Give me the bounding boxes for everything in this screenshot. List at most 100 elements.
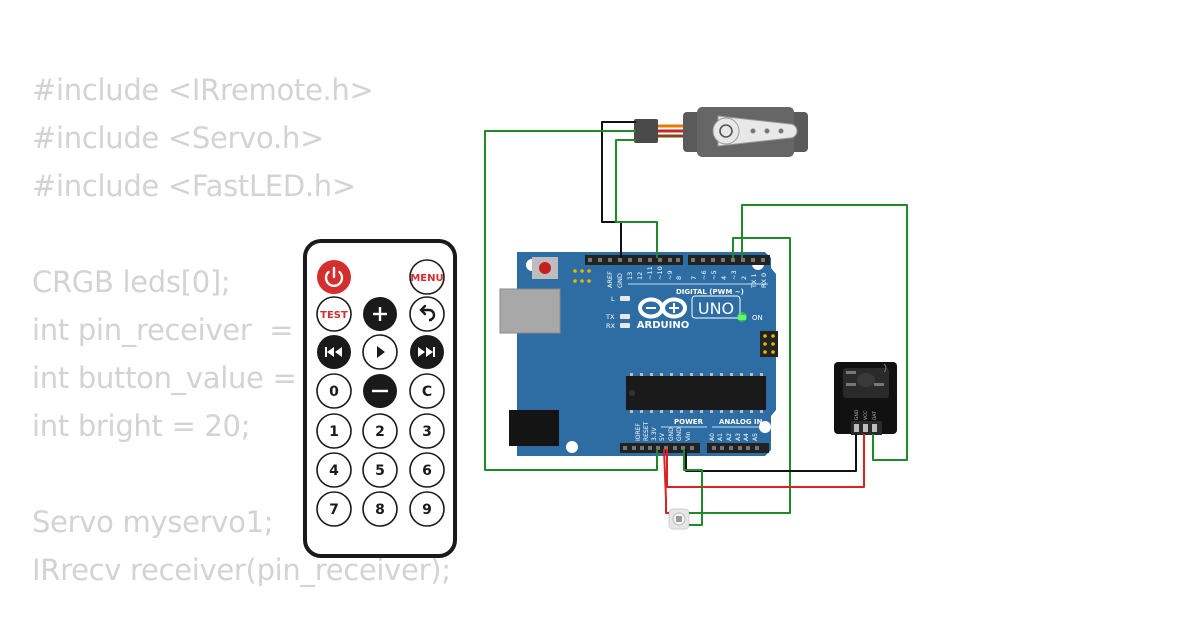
button-c[interactable]: C <box>409 373 445 409</box>
minus-button[interactable] <box>363 374 397 408</box>
power-pin-labels: IOREF RESET 3.3V 5V GND GND Vin A0 A1 A2… <box>635 421 759 441</box>
button-4-label: 4 <box>329 463 339 479</box>
menu-button[interactable]: MENU <box>409 259 445 295</box>
pin-label-reset: RESET <box>643 421 650 441</box>
wire-led-data <box>689 237 791 514</box>
plus-button[interactable] <box>363 297 397 331</box>
power-icon <box>324 266 344 287</box>
power-button[interactable] <box>317 260 351 294</box>
ir-pin-labels: GND VCC DAT <box>854 409 878 420</box>
code-line: #include <FastLED.h> <box>32 169 356 203</box>
play-icon <box>377 346 385 358</box>
smd-resistor <box>846 371 856 374</box>
servo-horn <box>717 115 798 147</box>
ir-module-pins <box>854 424 877 432</box>
code-line: #include <Servo.h> <box>32 121 324 155</box>
neopixel-led[interactable] <box>668 508 690 530</box>
code-line: #include <IRremote.h> <box>32 73 374 107</box>
smd-resistor <box>846 383 856 386</box>
wire-servo-signal <box>615 139 658 258</box>
menu-label: MENU <box>410 273 443 284</box>
play-button[interactable] <box>362 334 398 370</box>
button-6[interactable]: 6 <box>409 452 445 488</box>
pin-label-6: ~6 <box>700 270 708 280</box>
code-snippet: #include <IRremote.h> #include <Servo.h> #… <box>32 66 451 594</box>
servo-connector <box>634 119 658 143</box>
pin-label-gnd1: GND <box>668 427 675 441</box>
pin-label-12: 12 <box>636 272 644 280</box>
button-1-label: 1 <box>329 424 339 440</box>
button-4[interactable]: 4 <box>316 452 352 488</box>
led-l-label: L <box>611 295 615 303</box>
back-arrow-icon <box>419 304 436 322</box>
servo-screw-icon <box>719 124 733 138</box>
pin-label-10: ~10 <box>656 266 664 280</box>
button-2[interactable]: 2 <box>362 413 398 449</box>
pin-label-3v3: 3.3V <box>651 426 658 441</box>
analog-in-label: ANALOG IN <box>719 418 763 426</box>
led-l <box>620 296 630 301</box>
reset-button-cap[interactable] <box>539 262 551 274</box>
pin-label-a0: A0 <box>709 433 716 441</box>
wire-ir-vcc <box>666 434 865 488</box>
icsp-header <box>573 269 591 283</box>
ir-pin-gnd-label: GND <box>854 409 860 420</box>
button-3[interactable]: 3 <box>409 413 445 449</box>
ir-sensor-lens <box>857 373 875 387</box>
digital-pin-labels: AREF GND 13 12 ~11 ~10 ~9 8 7 ~6 ~5 4 ~3… <box>606 266 768 289</box>
button-9[interactable]: 9 <box>409 491 445 527</box>
digital-pwm-label: DIGITAL (PWM ~) <box>676 288 744 296</box>
button-1[interactable]: 1 <box>316 413 352 449</box>
pin-label-gnd: GND <box>616 273 624 288</box>
button-8[interactable]: 8 <box>362 491 398 527</box>
pin-label-gnd2: GND <box>676 427 683 441</box>
pin-label-a4: A4 <box>743 433 750 441</box>
pin-label-rx: RX 0 <box>760 273 768 288</box>
led-rx <box>620 323 630 328</box>
button-0[interactable]: 0 <box>316 373 352 409</box>
arduino-uno-board[interactable]: AREF GND 13 12 ~11 ~10 ~9 8 7 ~6 ~5 4 ~3… <box>499 252 778 456</box>
led-die <box>676 516 682 522</box>
logo-symbols <box>646 303 679 313</box>
wires <box>484 121 908 526</box>
pin-label-2: 2 <box>740 276 748 280</box>
pin-label-9: ~9 <box>666 270 674 280</box>
pin-label-tx: TX 1 <box>750 273 758 289</box>
servo-motor[interactable] <box>634 107 808 157</box>
code-line: CRGB leds[0]; <box>32 265 231 299</box>
power-jack <box>509 410 559 446</box>
button-2-label: 2 <box>375 424 385 440</box>
pin-label-a1: A1 <box>717 433 724 441</box>
button-7[interactable]: 7 <box>316 491 352 527</box>
back-button[interactable] <box>409 296 445 332</box>
servo-horn-hole <box>750 128 756 134</box>
ir-pin-vcc-label: VCC <box>863 411 869 420</box>
next-button[interactable] <box>410 335 444 369</box>
power-label: POWER <box>674 418 704 426</box>
plus-icon <box>373 307 387 321</box>
led-tx <box>620 314 630 319</box>
ir-receiver-module[interactable]: GND VCC DAT <box>834 362 897 435</box>
uno-label: UNO <box>698 299 734 318</box>
smd-resistor <box>874 383 884 386</box>
button-0-label: 0 <box>329 384 339 400</box>
wire-led-vcc <box>663 448 669 514</box>
microcontroller-chip <box>626 376 766 410</box>
pin-label-a2: A2 <box>726 433 733 441</box>
pin-label-a5: A5 <box>752 433 759 441</box>
on-label: ON <box>752 314 763 322</box>
test-button[interactable]: TEST <box>316 296 352 332</box>
test-label: TEST <box>320 310 348 321</box>
code-line: Servo myservo1; <box>32 505 274 539</box>
button-6-label: 6 <box>422 463 432 479</box>
button-8-label: 8 <box>375 502 385 518</box>
ir-remote[interactable]: MENU TEST <box>303 239 457 558</box>
prev-button[interactable] <box>317 335 351 369</box>
pin-label-aref: AREF <box>606 271 614 288</box>
wire-servo-gnd <box>601 121 636 258</box>
button-9-label: 9 <box>422 502 432 518</box>
button-3-label: 3 <box>422 424 432 440</box>
arduino-logo-icon <box>638 297 687 319</box>
button-5[interactable]: 5 <box>362 452 398 488</box>
